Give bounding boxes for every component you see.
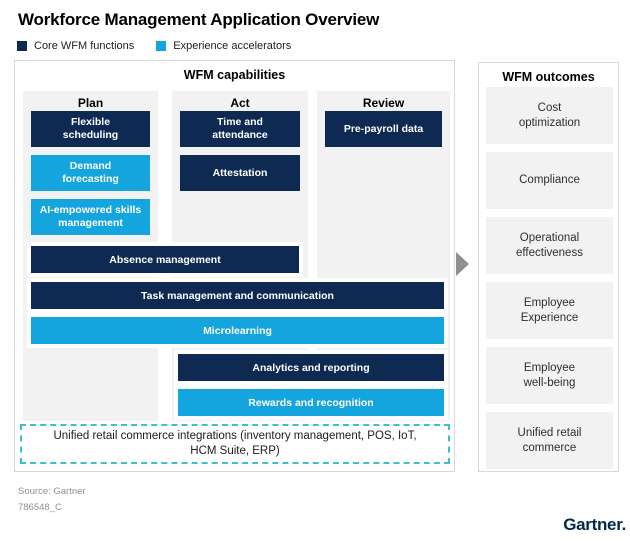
legend: Core WFM functions Experience accelerato… [17, 40, 291, 52]
legend-label-core: Core WFM functions [34, 40, 135, 52]
bar-task-management-and-communication: Task management and communication [31, 282, 444, 309]
box-time-and-attendance: Time and attendance [180, 111, 300, 147]
outcome-operational-effectiveness: Operational effectiveness [486, 217, 613, 274]
plan-column-header: Plan [77, 96, 104, 110]
bar-absence-management: Absence management [31, 246, 299, 273]
integrations-note-text: Unified retail commerce integrations (in… [53, 430, 417, 457]
box-pre-payroll-data: Pre-payroll data [325, 111, 442, 147]
box-flexible-scheduling: Flexible scheduling [31, 111, 150, 147]
wfm-capabilities-panel: WFM capabilities Plan Act Review Flexibl… [14, 60, 455, 472]
legend-label-accelerators: Experience accelerators [173, 40, 292, 52]
page-title: Workforce Management Application Overvie… [18, 10, 380, 29]
review-column-header: Review [362, 96, 405, 110]
outcome-label: Operational effectiveness [516, 231, 583, 259]
outcome-employee-experience: Employee Experience [486, 282, 613, 339]
bar-rewards-and-recognition: Rewards and recognition [178, 389, 444, 416]
box-attestation: Attestation [180, 155, 300, 191]
outcome-compliance: Compliance [486, 152, 613, 209]
box-demand-forecasting: Demand forecasting [31, 155, 150, 191]
outcome-label: Employee Experience [520, 296, 579, 324]
experience-accelerators-swatch-icon [156, 41, 167, 51]
outcome-label: Cost optimization [518, 101, 581, 129]
outcome-unified-retail-commerce: Unified retail commerce [486, 412, 613, 469]
wfm-outcomes-panel: WFM outcomes Cost optimization Complianc… [478, 62, 619, 472]
legend-item-accelerators: Experience accelerators [156, 40, 291, 52]
unified-retail-commerce-integrations-box: Unified retail commerce integrations (in… [20, 424, 450, 464]
bar-analytics-and-reporting: Analytics and reporting [178, 354, 444, 381]
flow-arrow-icon [456, 252, 469, 276]
bar-microlearning: Microlearning [31, 317, 444, 344]
outcome-label: Unified retail commerce [517, 426, 582, 454]
legend-item-core: Core WFM functions [17, 40, 134, 52]
document-id: 786548_C [18, 502, 62, 513]
core-wfm-swatch-icon [17, 41, 27, 51]
outcome-label: Compliance [519, 174, 580, 187]
source-text: Source: Gartner [18, 486, 86, 497]
outcome-employee-well-being: Employee well-being [486, 347, 613, 404]
act-column-header: Act [230, 96, 250, 110]
outcomes-header: WFM outcomes [502, 70, 595, 84]
outcome-cost-optimization: Cost optimization [486, 87, 613, 144]
capabilities-header: WFM capabilities [183, 68, 286, 82]
outcome-label: Employee well-being [523, 361, 576, 389]
gartner-logo: Gartner. [563, 515, 626, 534]
box-ai-empowered-skills-management: AI-empowered skills management [31, 199, 150, 235]
